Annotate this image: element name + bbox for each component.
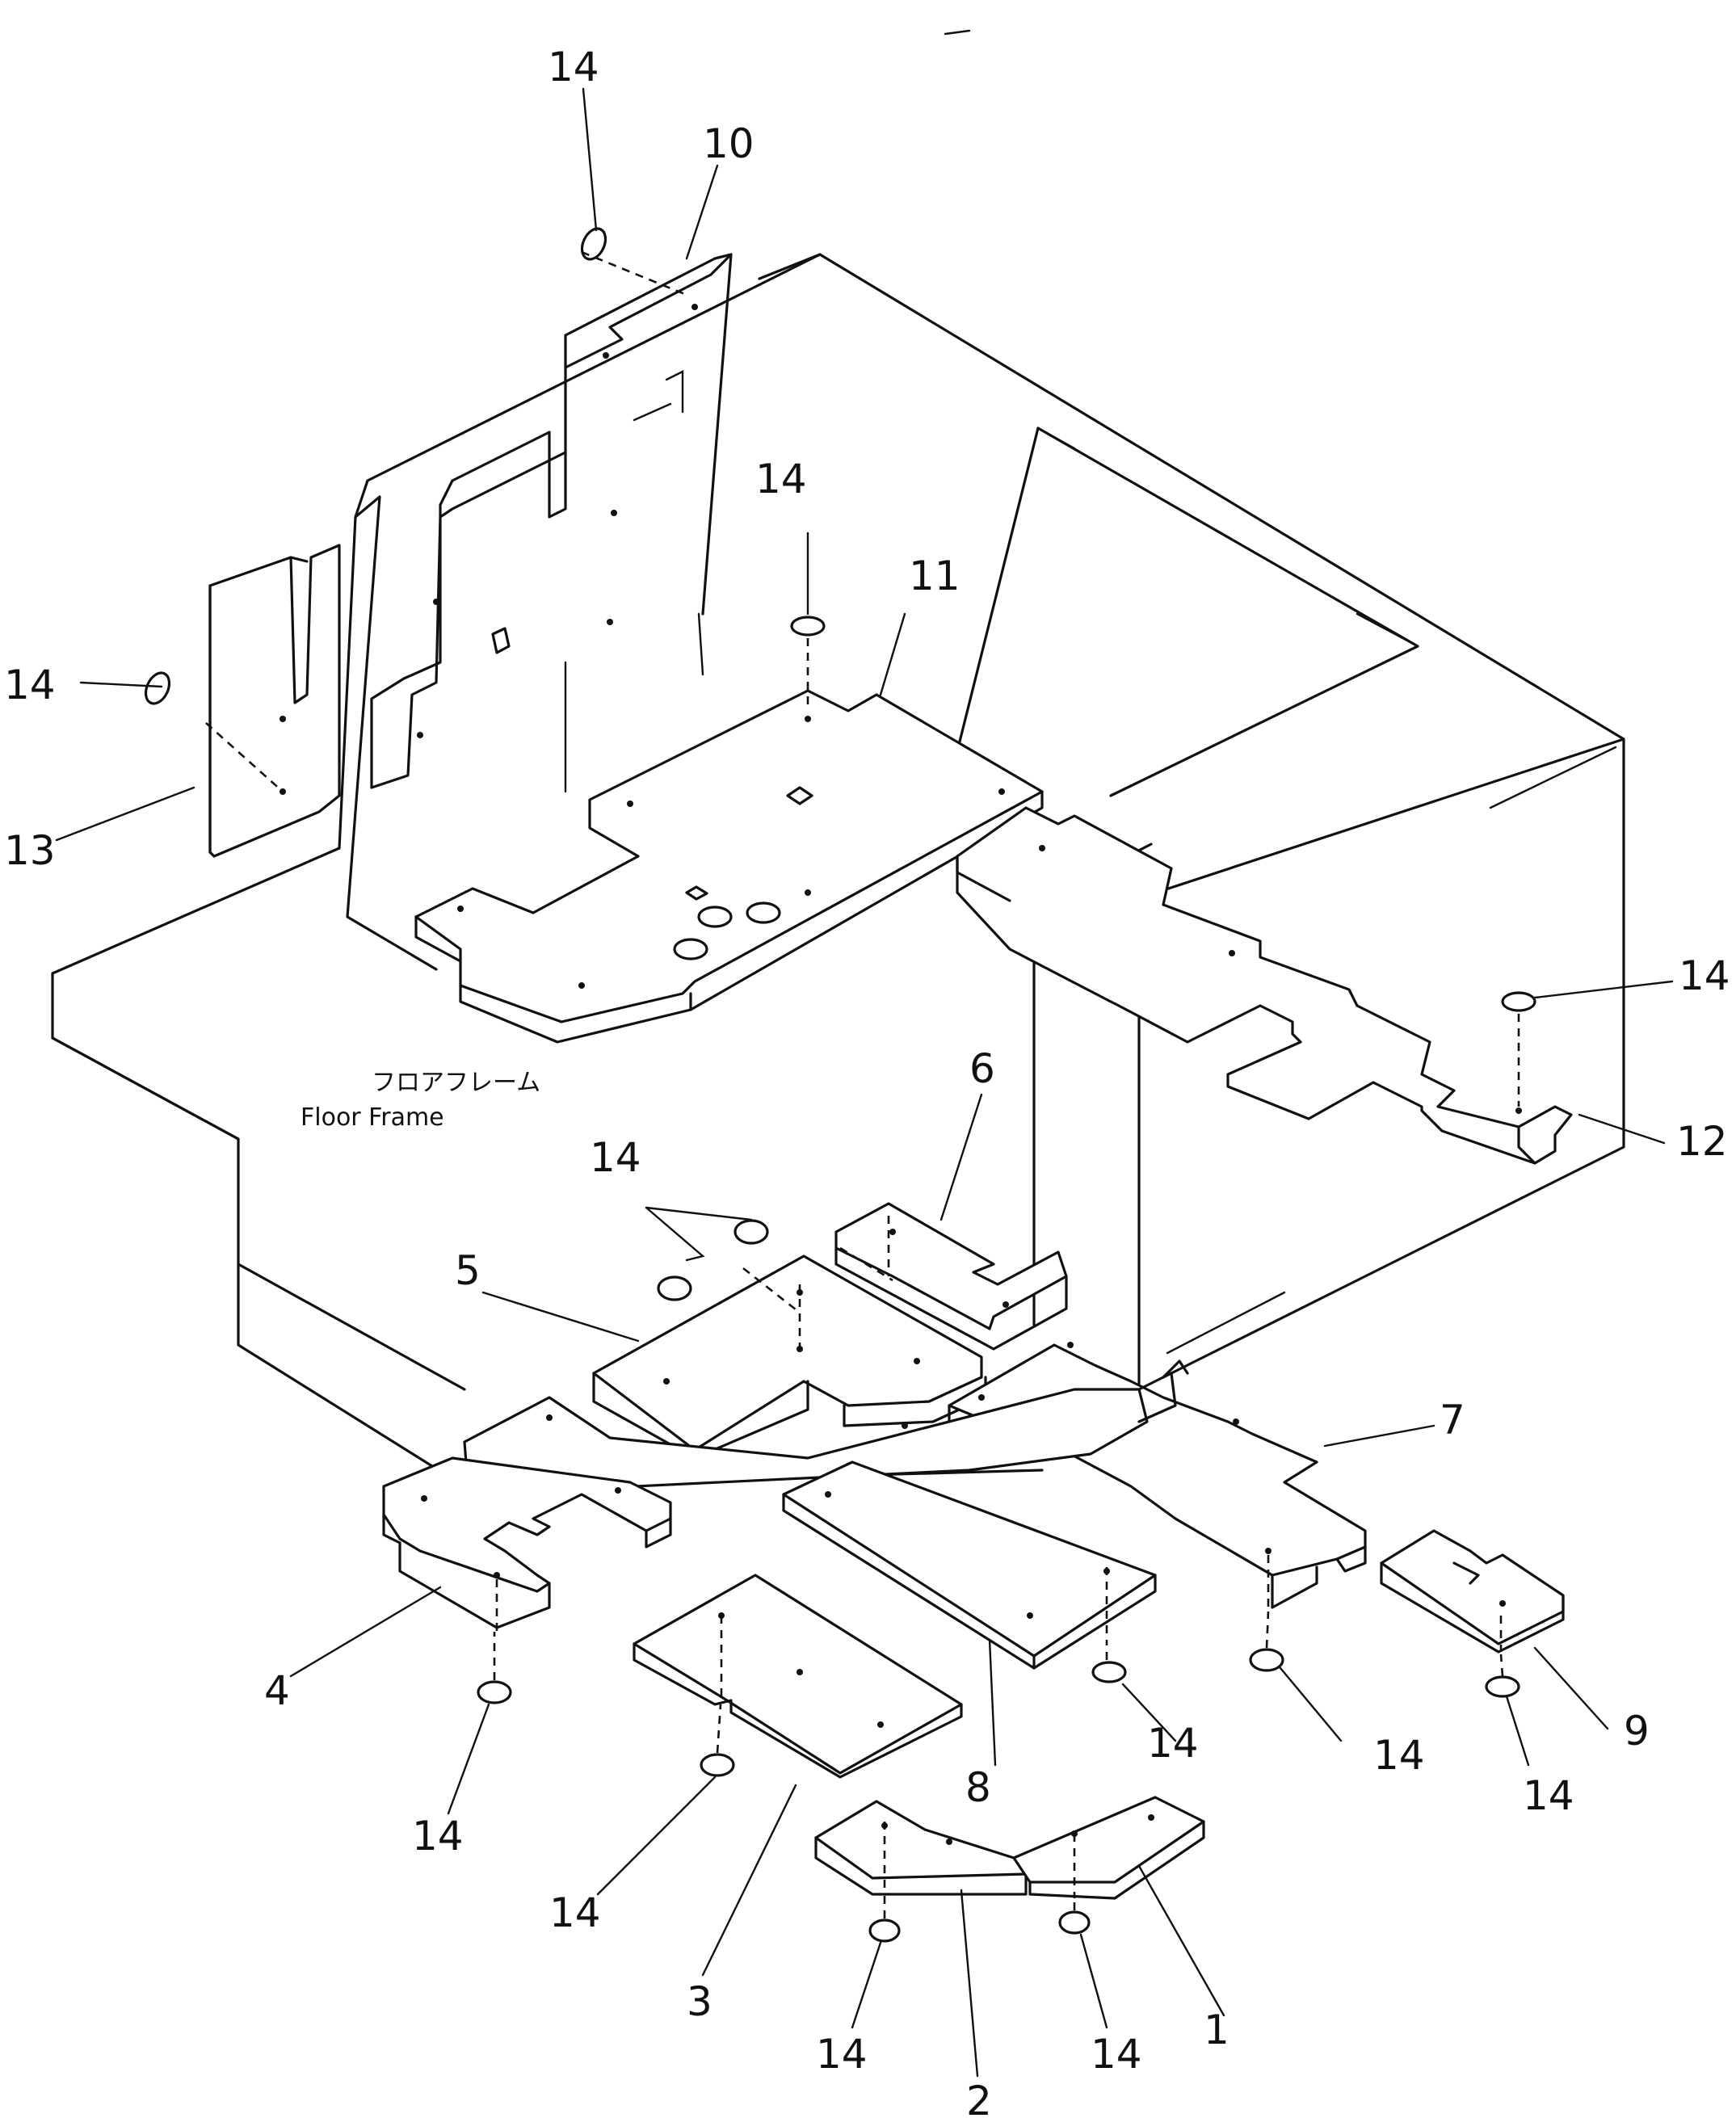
washer-11: [790, 616, 826, 637]
callout-2: 2: [966, 2078, 992, 2118]
washer-12: [1501, 991, 1536, 1012]
part-13-mat: [205, 544, 341, 858]
part-3-mat: [633, 1574, 963, 1779]
callout-9: 9: [1624, 1708, 1650, 1754]
callout-labels: 14 10 14 11 14 13 14 12 6 14 5 7 4 14 8 …: [4, 44, 1730, 2118]
callout-14-c: 14: [4, 662, 56, 708]
part-5-mat: [592, 1254, 987, 1460]
callout-13: 13: [4, 827, 56, 874]
washer-9: [1485, 1675, 1520, 1698]
front-step-plate: [463, 1372, 1177, 1496]
callout-10: 10: [703, 120, 755, 167]
callout-6: 6: [969, 1045, 995, 1092]
part-1-mat: [1012, 1796, 1205, 1900]
part-6-mat: [834, 1202, 1068, 1351]
callout-14-h: 14: [1373, 1732, 1425, 1779]
callout-1: 1: [1204, 2007, 1229, 2053]
callout-4: 4: [264, 1667, 290, 1714]
callout-14-j: 14: [549, 1889, 601, 1936]
callout-14-d: 14: [1679, 952, 1730, 999]
part-8-mat: [782, 1460, 1157, 1670]
callout-3: 3: [687, 1978, 712, 2025]
part-10-mat: [370, 253, 733, 789]
floor-frame-label-en: Floor Frame: [301, 1103, 444, 1132]
callout-14-i: 14: [1523, 1772, 1574, 1819]
callout-14-b: 14: [755, 456, 807, 502]
callout-5: 5: [455, 1247, 481, 1294]
washer-4: [477, 1680, 512, 1704]
washer-10: [580, 227, 607, 261]
washer-1: [1058, 1910, 1091, 1935]
callout-12: 12: [1676, 1118, 1728, 1165]
callout-14-g: 14: [1147, 1720, 1199, 1767]
callout-14-e: 14: [590, 1134, 641, 1181]
leader-lines: [55, 87, 1674, 2078]
callout-7: 7: [1440, 1397, 1465, 1444]
floor-frame-label-jp: フロアフレーム: [372, 1069, 540, 1097]
washer-7: [1249, 1648, 1284, 1672]
scan-mark: [944, 29, 971, 36]
callout-11: 11: [909, 553, 960, 599]
callout-14-a: 14: [548, 44, 599, 90]
washer-group: [144, 227, 1536, 1943]
callout-14-k: 14: [816, 2031, 868, 2078]
callout-8: 8: [965, 1764, 991, 1811]
washer-13: [144, 671, 171, 705]
washer-5: [657, 1275, 692, 1301]
washer-6: [733, 1219, 769, 1245]
part-11-mat: [414, 689, 1044, 1044]
callout-14-l: 14: [1091, 2031, 1142, 2078]
part-4-mat: [382, 1456, 672, 1632]
washer-3: [700, 1753, 735, 1777]
callout-14-f: 14: [412, 1813, 464, 1860]
part-2-mat: [814, 1800, 1028, 1896]
washer-8: [1091, 1661, 1127, 1683]
part-12-mat: [956, 806, 1573, 1165]
part-9-mat: [1380, 1529, 1565, 1654]
washer-2: [868, 1918, 901, 1943]
